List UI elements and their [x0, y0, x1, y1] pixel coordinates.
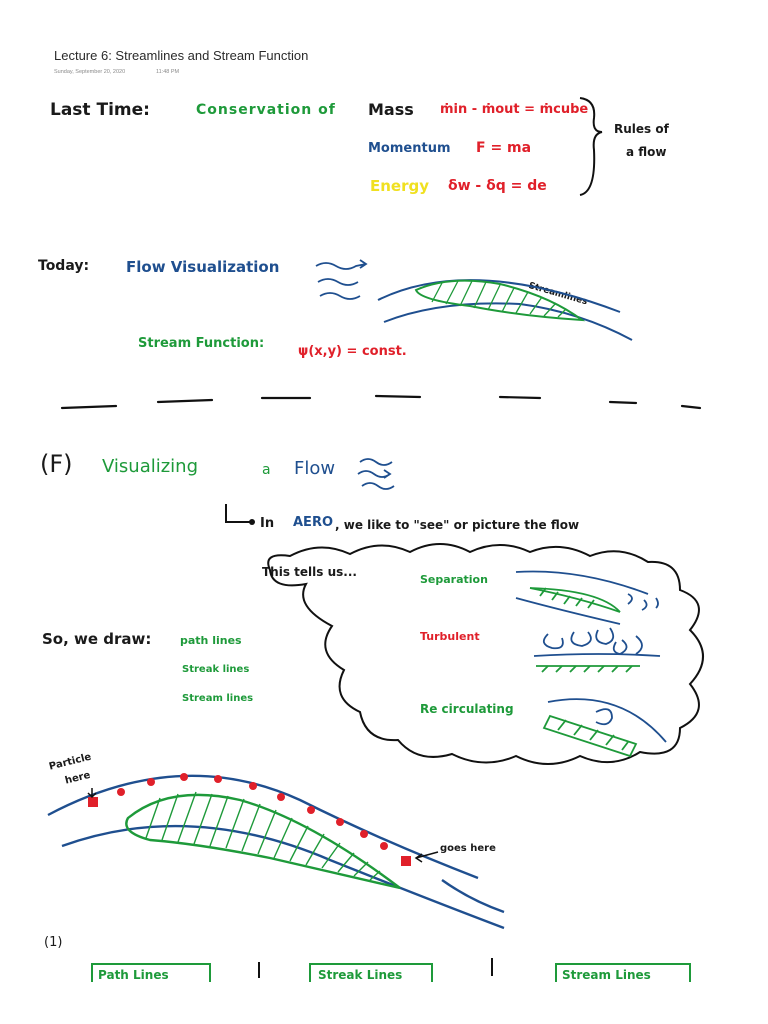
section-f-title-flow: Flow: [294, 458, 336, 479]
cloud-intro: This tells us...: [262, 565, 357, 579]
mass-equation: ṁin - ṁout = ṁcube: [440, 102, 589, 117]
wavy-flow-arrows-icon: [357, 458, 395, 490]
section-f-marker: (F): [40, 450, 73, 478]
draw-item-pathlines: path lines: [180, 634, 242, 647]
turbulent-sketch: [533, 627, 661, 673]
momentum-equation: F = ma: [476, 140, 532, 156]
so-we-draw-label: So, we draw:: [42, 630, 152, 648]
aero-rest: , we like to "see" or picture the flow: [335, 518, 580, 532]
flow-visualization-label: Flow Visualization: [126, 258, 280, 276]
draw-item-streaklines: Streak lines: [182, 664, 250, 675]
thought-cloud-outline: [267, 543, 704, 765]
hook-arrow-icon: [225, 504, 250, 523]
section-divider: [60, 394, 702, 410]
wavy-flow-arrows-icon: [315, 259, 368, 300]
box-label-streamlines: Stream Lines: [562, 968, 651, 982]
section-f-title-visualizing: Visualizing: [102, 456, 199, 477]
particle-position-dots: [117, 773, 388, 850]
separation-sketch: [515, 570, 659, 625]
recirculating-sketch: [542, 698, 667, 758]
diagram-number: (1): [44, 935, 63, 950]
stream-function-label: Stream Function:: [138, 336, 265, 351]
draw-item-streamlines: Stream lines: [182, 693, 254, 704]
bottom-boxes: [91, 963, 691, 982]
a-flow-label: a flow: [626, 145, 667, 159]
page-date: Sunday, September 20, 2020: [54, 69, 126, 75]
cloud-recirculating: Re circulating: [420, 702, 514, 716]
last-time-label: Last Time:: [50, 100, 150, 120]
box-label-pathlines: Path Lines: [98, 968, 169, 982]
today-label: Today:: [38, 258, 90, 274]
conservation-label: Conservation of: [196, 102, 336, 118]
mass-label: Mass: [368, 100, 414, 119]
energy-equation: δw - δq = de: [448, 178, 547, 194]
rules-of-label: Rules of: [614, 122, 669, 136]
aero-in: In: [260, 516, 275, 531]
box-label-streaklines: Streak Lines: [318, 968, 403, 982]
cloud-turbulent: Turbulent: [420, 630, 480, 643]
airfoil-shape: [125, 793, 401, 890]
energy-label: Energy: [370, 177, 430, 195]
today-airfoil-diagram: [377, 279, 633, 341]
cloud-separation: Separation: [420, 573, 488, 586]
page-time: 11:48 PM: [156, 69, 180, 75]
section-f-title-a: a: [262, 462, 271, 478]
pathline-airfoil-diagram: [47, 773, 505, 930]
page-title: Lecture 6: Streamlines and Stream Functi…: [54, 48, 309, 63]
momentum-label: Momentum: [368, 141, 451, 156]
stream-function-equation: ψ(x,y) = const.: [298, 344, 407, 359]
brace-icon: [579, 97, 603, 196]
aero-word: AERO: [293, 515, 334, 530]
airfoil-shape: [414, 279, 586, 322]
goes-here-label: goes here: [440, 843, 496, 854]
